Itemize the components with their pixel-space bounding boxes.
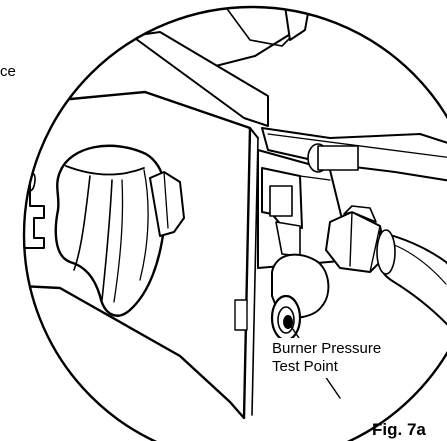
top-panel-fold — [284, 7, 311, 41]
detail-circle — [22, 5, 447, 441]
callout-line-2: Test Point — [272, 358, 338, 375]
right-shelf — [261, 127, 447, 185]
angled-bracket — [131, 31, 269, 127]
callout-line-1: Burner Pressure — [272, 340, 382, 357]
figure-caption: Fig. 7a — [372, 420, 426, 439]
gas-control-knob-icon — [54, 144, 168, 317]
partial-label: ce — [0, 63, 16, 80]
burner-pressure-test-point-label: Burner Pressure Test Point — [272, 340, 381, 376]
